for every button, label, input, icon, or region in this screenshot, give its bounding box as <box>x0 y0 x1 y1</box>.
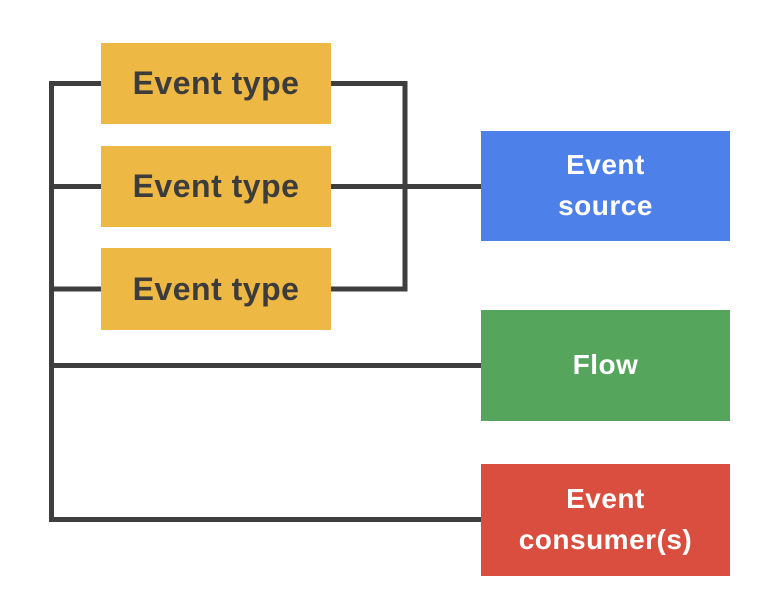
event-type-box-2: Event type <box>101 146 331 227</box>
event-consumers-box: Event consumer(s) <box>481 464 730 576</box>
event-type-box-3: Event type <box>101 248 331 330</box>
event-source-box: Event source <box>481 131 730 241</box>
event-type-2-label: Event type <box>132 168 300 204</box>
event-type-3-label: Event type <box>132 270 300 307</box>
event-source-label: Event source <box>558 149 653 221</box>
event-type-box-1: Event type <box>101 43 331 124</box>
flow-label: Flow <box>572 349 639 381</box>
event-consumers-label: Event consumer(s) <box>518 483 693 555</box>
event-type-1-label: Event type <box>132 65 300 101</box>
flow-box: Flow <box>481 310 730 421</box>
